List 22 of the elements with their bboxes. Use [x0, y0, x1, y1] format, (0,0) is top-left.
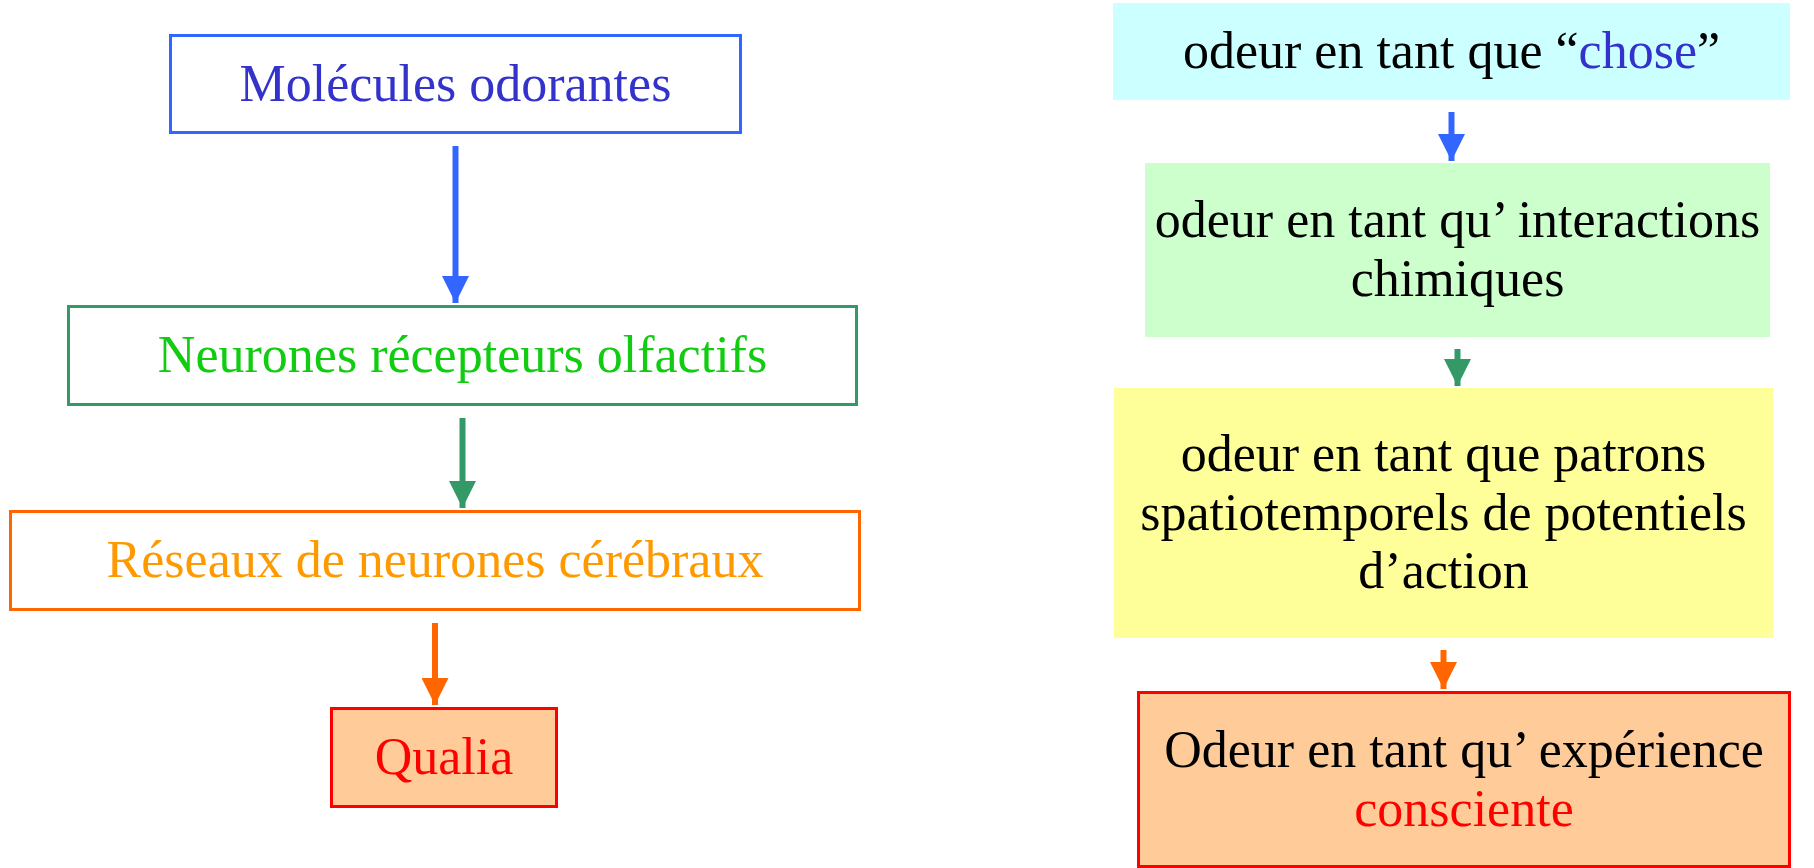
node-label: odeur en tant qu’ interactions chimiques	[1153, 191, 1762, 309]
text-box	[1114, 388, 1773, 638]
text-box	[1137, 691, 1791, 868]
node-label: Qualia	[374, 728, 514, 787]
node-label: Odeur en tant qu’ expérience consciente	[1163, 720, 1765, 839]
node-label: odeur en tant que patrons spatiotemporels de potentiels d’action	[1139, 424, 1748, 602]
text-box	[9, 510, 861, 611]
arrow	[1430, 650, 1457, 689]
node-label: Molécules odorantes	[239, 54, 672, 114]
node-label: odeur en tant que “chose”	[1182, 22, 1721, 81]
arrow	[1438, 112, 1465, 161]
arrow	[1444, 349, 1471, 386]
text-box	[1113, 3, 1790, 100]
node-label: Neurones récepteurs olfactifs	[157, 326, 768, 385]
arrow	[442, 146, 469, 303]
text-box	[1145, 163, 1770, 337]
text-box	[169, 34, 742, 134]
text-box	[67, 305, 858, 406]
text-box	[330, 707, 558, 808]
node-label: Réseaux de neurones cérébraux	[106, 531, 764, 590]
arrow	[421, 623, 449, 705]
arrow	[449, 418, 476, 508]
